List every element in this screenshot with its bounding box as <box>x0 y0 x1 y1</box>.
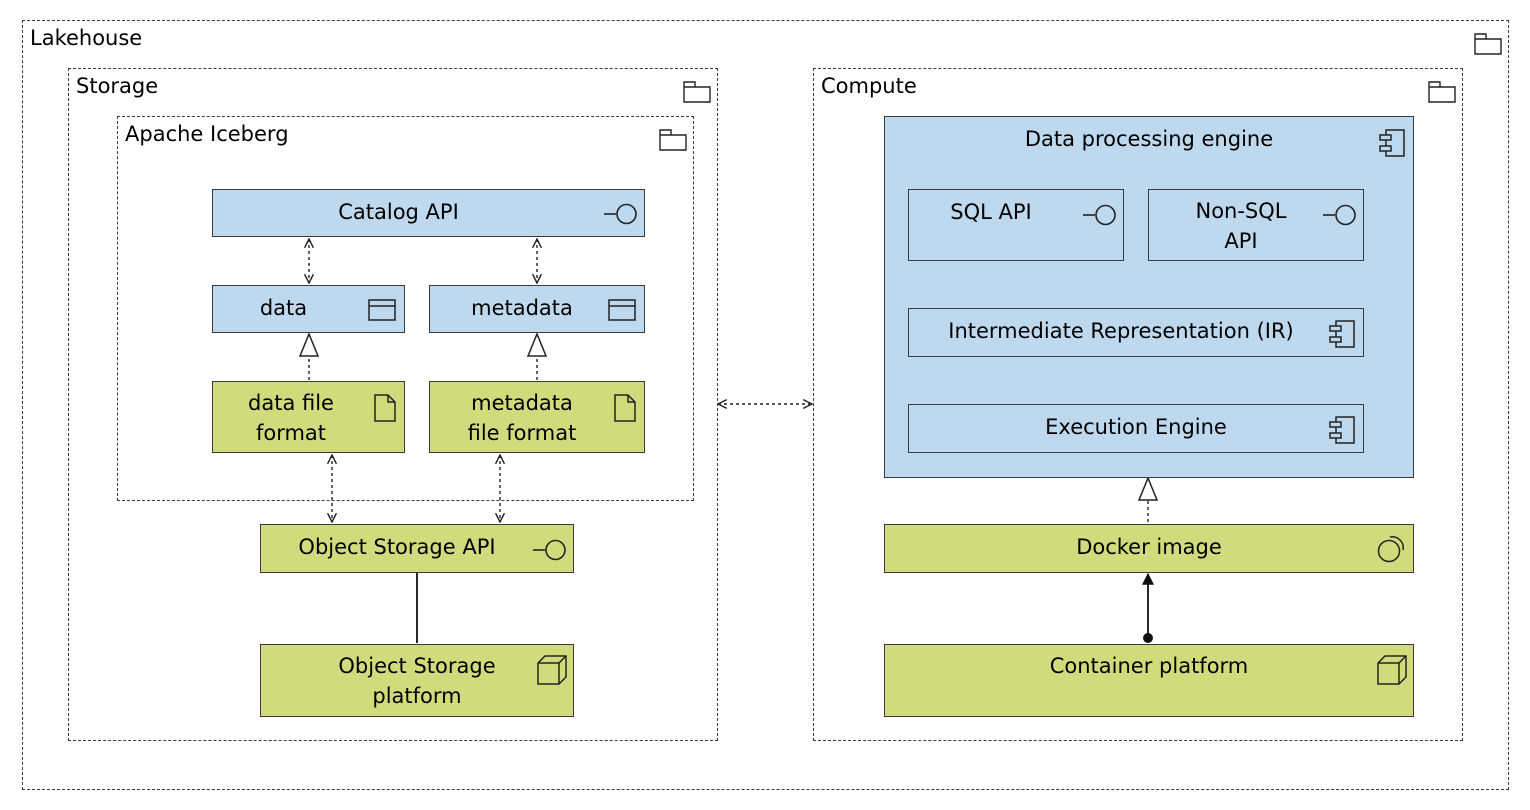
lollipop-interface-icon <box>1323 204 1356 226</box>
data-object[interactable]: data <box>212 285 405 333</box>
component-icon <box>1329 416 1355 444</box>
object-storage-platform-line1: Object Storage <box>338 654 496 678</box>
iceberg-package-label: Apache Iceberg <box>125 122 289 146</box>
non-sql-api-interface[interactable]: Non-SQL API <box>1148 189 1364 261</box>
component-icon <box>1329 320 1355 348</box>
storage-package-label: Storage <box>76 74 159 98</box>
component-icon <box>1379 129 1405 157</box>
lakehouse-package-label: Lakehouse <box>30 26 143 50</box>
data-object-icon <box>608 299 636 321</box>
document-artifact-icon <box>614 394 636 422</box>
metadata-file-format-line2: file format <box>467 421 577 445</box>
document-artifact-icon <box>374 394 396 422</box>
iceberg-package-icon <box>659 129 687 151</box>
object-storage-api-label: Object Storage API <box>298 535 496 559</box>
sql-api-interface[interactable]: SQL API <box>908 189 1124 261</box>
lollipop-interface-icon <box>1083 204 1116 226</box>
compute-package: Compute <box>813 68 1463 741</box>
3d-node-icon <box>537 655 567 685</box>
system-software-icon <box>1377 536 1404 563</box>
data-file-format-artifact[interactable]: data file format <box>212 381 405 453</box>
object-storage-api-interface[interactable]: Object Storage API <box>260 524 574 573</box>
data-processing-engine-label: Data processing engine <box>1024 127 1274 151</box>
compute-package-icon <box>1428 81 1456 103</box>
non-sql-api-line2: API <box>1224 229 1258 253</box>
catalog-api-interface[interactable]: Catalog API <box>212 189 645 237</box>
data-file-format-line1: data file <box>248 391 334 415</box>
storage-package: Storage <box>68 68 718 741</box>
intermediate-representation-label: Intermediate Representation (IR) <box>948 319 1294 343</box>
container-platform-node[interactable]: Container platform <box>884 644 1414 717</box>
execution-engine-component[interactable]: Execution Engine <box>908 404 1364 453</box>
object-storage-platform-node[interactable]: Object Storage platform <box>260 644 574 717</box>
iceberg-package: Apache Iceberg <box>117 116 694 501</box>
catalog-api-label: Catalog API <box>338 200 459 224</box>
lollipop-interface-icon <box>533 539 566 561</box>
storage-package-icon <box>683 81 711 103</box>
data-file-format-line2: format <box>255 421 327 445</box>
non-sql-api-line1: Non-SQL <box>1195 199 1287 223</box>
object-storage-platform-line2: platform <box>372 684 462 708</box>
sql-api-label: SQL API <box>950 200 1032 224</box>
metadata-file-format-artifact[interactable]: metadata file format <box>429 381 645 453</box>
docker-image-system-software[interactable]: Docker image <box>884 524 1414 573</box>
metadata-object[interactable]: metadata <box>429 285 645 333</box>
lakehouse-package: Lakehouse <box>22 20 1509 790</box>
lakehouse-package-icon <box>1474 33 1502 55</box>
container-platform-label: Container platform <box>1049 654 1249 678</box>
intermediate-representation-component[interactable]: Intermediate Representation (IR) <box>908 308 1364 357</box>
execution-engine-label: Execution Engine <box>1045 415 1227 439</box>
compute-package-label: Compute <box>821 74 917 98</box>
docker-image-label: Docker image <box>1076 535 1222 559</box>
data-object-icon <box>368 299 396 321</box>
3d-node-icon <box>1377 655 1407 685</box>
data-object-label: data <box>259 296 308 320</box>
metadata-file-format-line1: metadata <box>471 391 573 415</box>
lollipop-interface-icon <box>604 203 637 225</box>
metadata-object-label: metadata <box>471 296 573 320</box>
